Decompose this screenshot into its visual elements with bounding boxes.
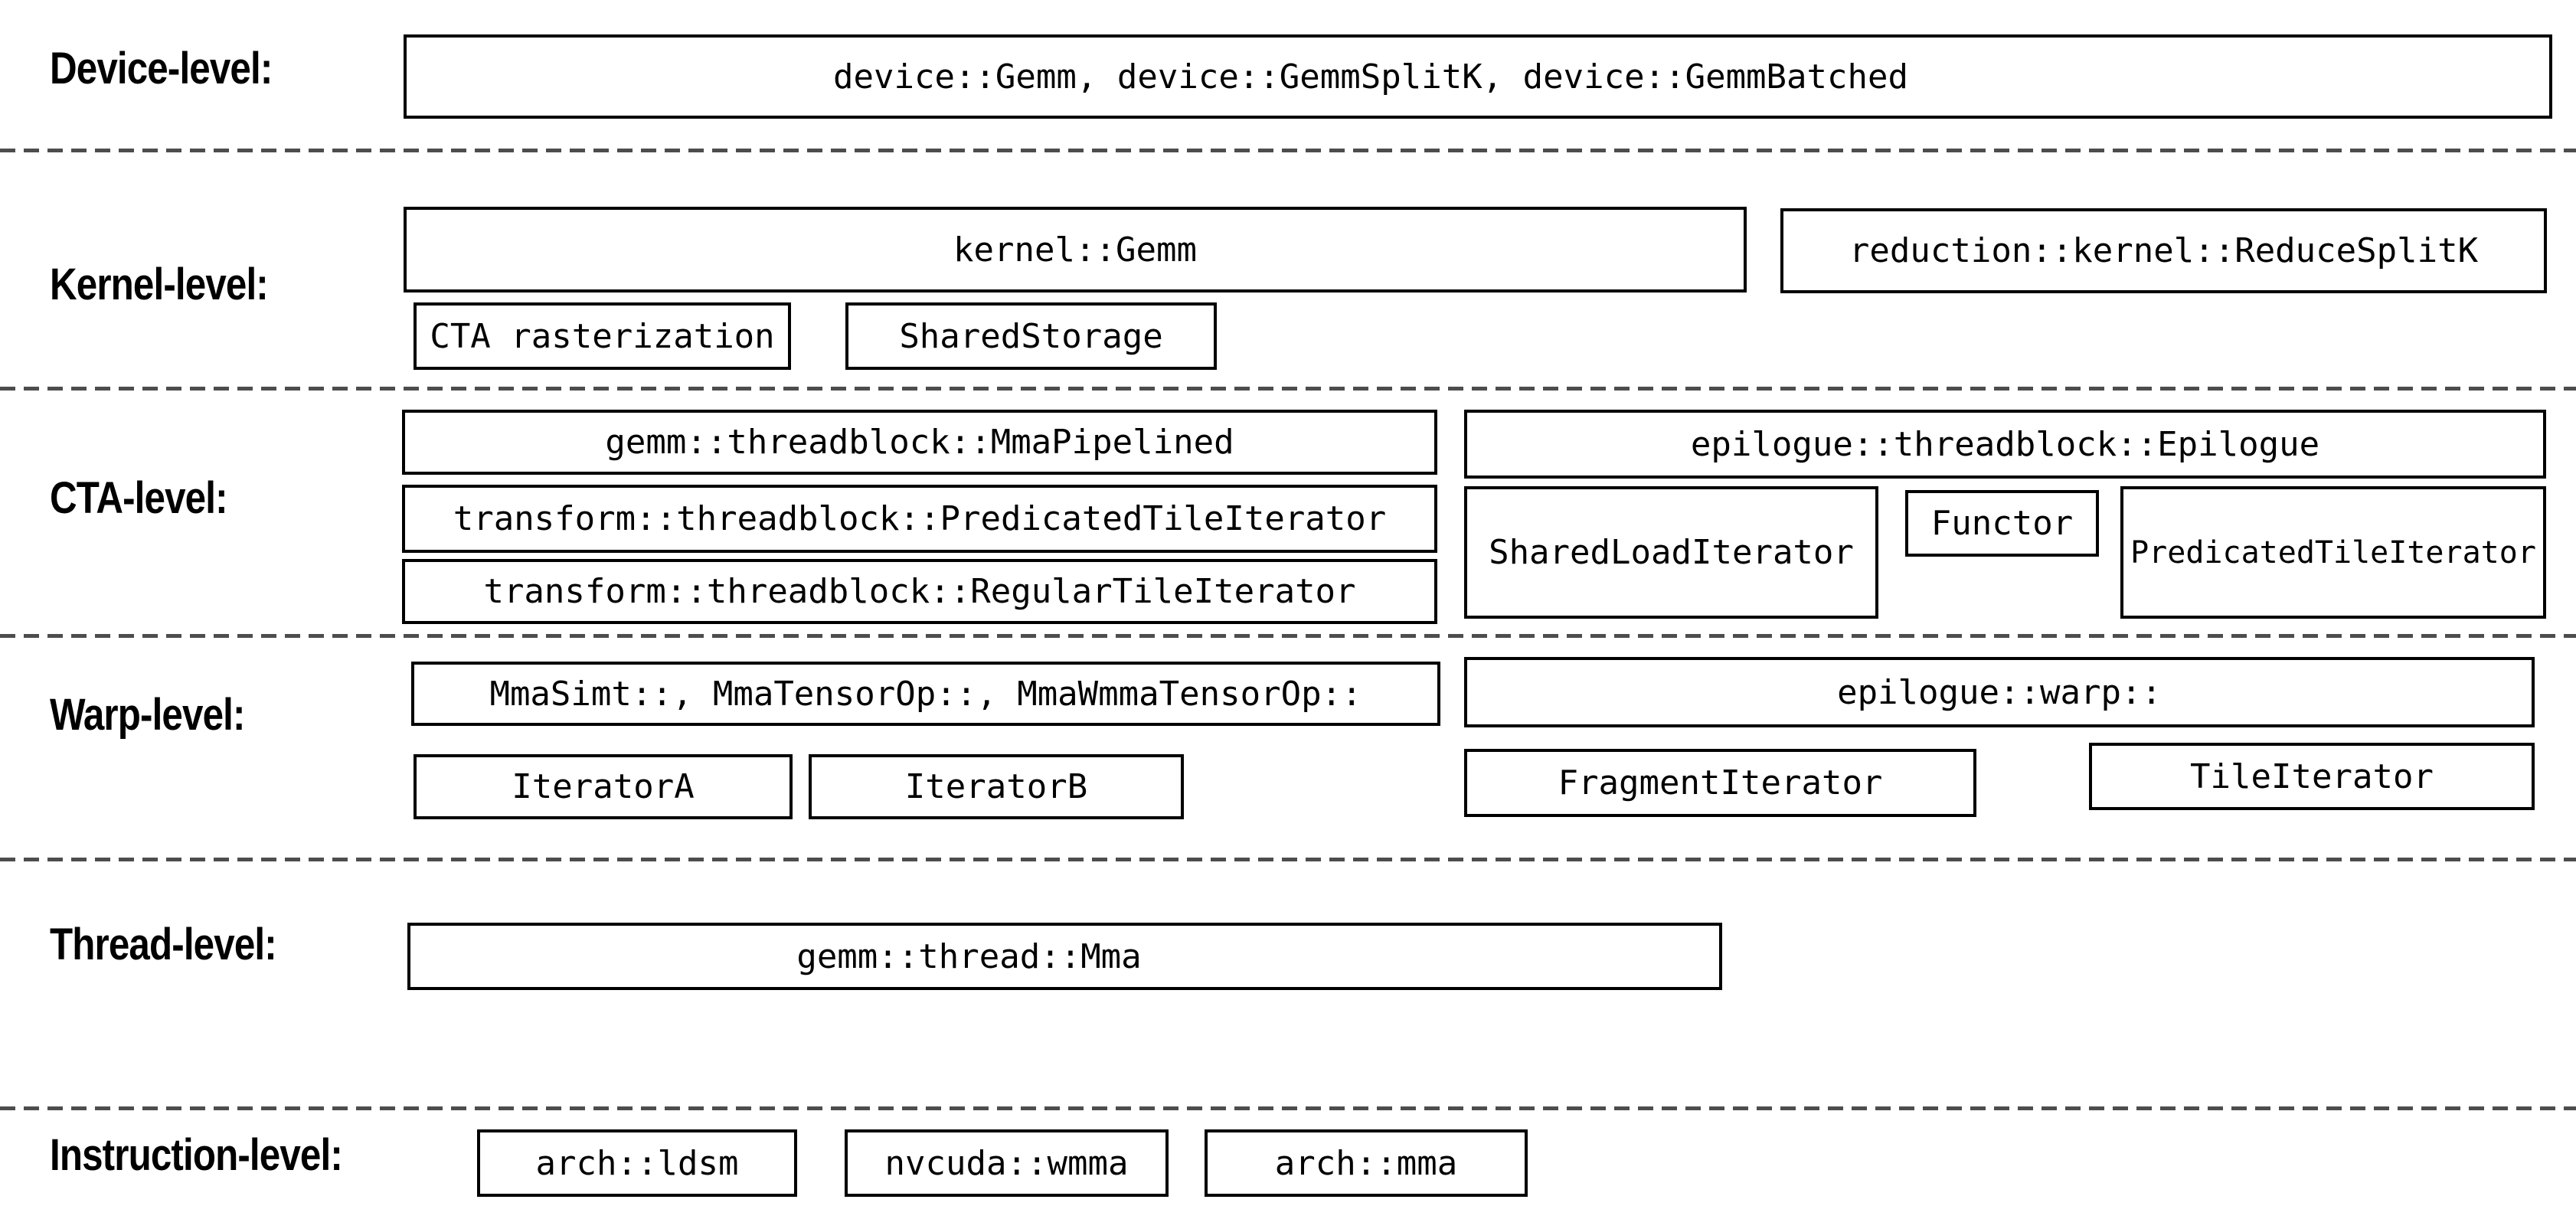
box-warp-mma: MmaSimt::, MmaTensorOp::, MmaWmmaTensorO… — [411, 662, 1440, 726]
box-gemm-thread-mma: gemm::thread::Mma — [407, 923, 1722, 990]
separator-cta-warp — [0, 634, 2576, 638]
level-label-device: Device-level: — [50, 44, 273, 93]
box-epilogue-warp: epilogue::warp:: — [1464, 657, 2535, 727]
box-shared-load-iterator: SharedLoadIterator — [1464, 486, 1878, 619]
box-iterator-b: IteratorB — [809, 754, 1184, 819]
box-fragment-iterator: FragmentIterator — [1464, 749, 1976, 817]
level-label-cta: CTA-level: — [50, 473, 228, 523]
box-nvcuda-wmma: nvcuda::wmma — [845, 1129, 1169, 1197]
separator-thread-instruction — [0, 1106, 2576, 1110]
level-label-instruction: Instruction-level: — [50, 1130, 343, 1180]
box-threadblock-predicated-tile-iterator: transform::threadblock::PredicatedTileIt… — [402, 485, 1437, 553]
box-tile-iterator: TileIterator — [2089, 743, 2535, 810]
box-reduce-splitk: reduction::kernel::ReduceSplitK — [1780, 208, 2547, 293]
box-iterator-a: IteratorA — [414, 754, 793, 819]
separator-device-kernel — [0, 149, 2576, 152]
level-label-kernel: Kernel-level: — [50, 260, 269, 309]
box-mma-pipelined: gemm::threadblock::MmaPipelined — [402, 410, 1437, 475]
level-label-warp: Warp-level: — [50, 690, 245, 740]
level-label-thread: Thread-level: — [50, 920, 277, 969]
box-device-gemm: device::Gemm, device::GemmSplitK, device… — [404, 34, 2552, 119]
box-epilogue-threadblock: epilogue::threadblock::Epilogue — [1464, 410, 2546, 479]
box-threadblock-regular-tile-iterator: transform::threadblock::RegularTileItera… — [402, 559, 1437, 624]
box-epilogue-predicated-tile-iterator: PredicatedTileIterator — [2120, 486, 2546, 619]
box-kernel-gemm: kernel::Gemm — [404, 207, 1747, 292]
box-arch-mma: arch::mma — [1205, 1129, 1528, 1197]
box-cta-rasterization: CTA rasterization — [414, 302, 791, 370]
box-arch-ldsm: arch::ldsm — [477, 1129, 797, 1197]
separator-kernel-cta — [0, 387, 2576, 391]
box-shared-storage: SharedStorage — [845, 302, 1217, 370]
separator-warp-thread — [0, 858, 2576, 861]
box-functor: Functor — [1905, 490, 2099, 557]
